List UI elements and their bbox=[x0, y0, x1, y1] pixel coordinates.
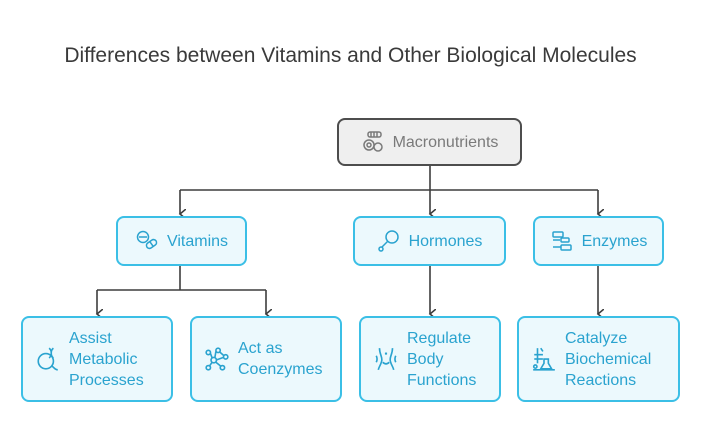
node-hormones[interactable]: Hormones bbox=[353, 216, 506, 266]
node-label: Catalyze Biochemical Reactions bbox=[565, 329, 652, 389]
node-regulate-body-functions[interactable]: Regulate Body Functions bbox=[359, 316, 501, 402]
node-label: Macronutrients bbox=[392, 133, 499, 151]
lab-flask-icon bbox=[532, 347, 555, 371]
node-label: Assist Metabolic Processes bbox=[69, 329, 144, 389]
body-icon bbox=[375, 348, 397, 370]
hormone-icon bbox=[377, 230, 399, 252]
node-catalyze-biochemical-reactions[interactable]: Catalyze Biochemical Reactions bbox=[517, 316, 680, 402]
dna-process-icon bbox=[37, 347, 58, 371]
node-label: Enzymes bbox=[581, 232, 648, 250]
node-assist-metabolic-processes[interactable]: Assist Metabolic Processes bbox=[21, 316, 173, 402]
molecule-network-icon bbox=[205, 347, 229, 371]
nutrition-icon bbox=[362, 131, 383, 152]
node-label: Hormones bbox=[408, 232, 483, 250]
pills-icon bbox=[136, 230, 158, 250]
node-label: Regulate Body Functions bbox=[407, 329, 477, 389]
node-enzymes[interactable]: Enzymes bbox=[533, 216, 664, 266]
node-act-as-coenzymes[interactable]: Act as Coenzymes bbox=[190, 316, 342, 402]
diagram-title: Differences between Vitamins and Other B… bbox=[64, 44, 637, 67]
node-macronutrients[interactable]: Macronutrients bbox=[337, 118, 522, 166]
structure-icon bbox=[551, 231, 572, 251]
node-label: Vitamins bbox=[166, 232, 229, 250]
node-vitamins[interactable]: Vitamins bbox=[116, 216, 247, 266]
node-label: Act as Coenzymes bbox=[238, 340, 323, 378]
